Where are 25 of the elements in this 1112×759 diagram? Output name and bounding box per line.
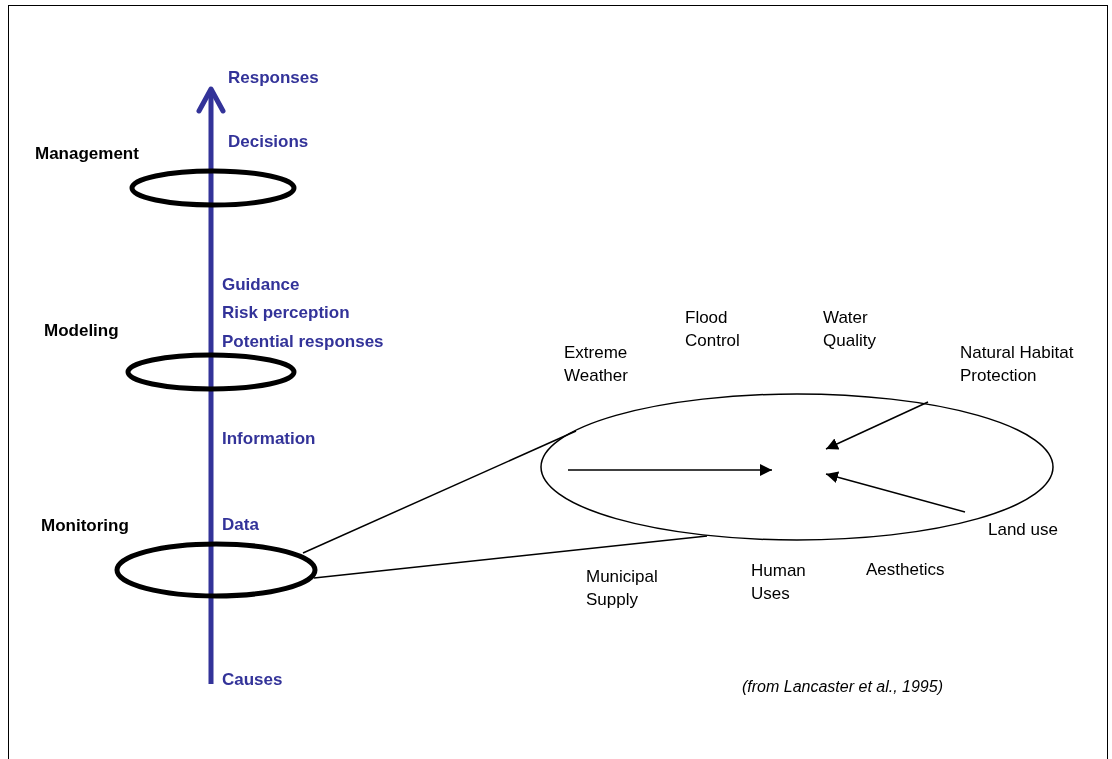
level-label: Management [35,144,139,164]
flow-stage-label: Potential responses [222,331,384,353]
flow-stage-label: Data [222,514,259,536]
factor-label: Municipal Supply [586,566,659,611]
factor-label: Extreme Weather [564,342,629,387]
flow-stage-label: Risk perception [222,302,350,324]
level-label: Modeling [44,321,119,341]
factor-label: Human Uses [751,560,807,605]
connector-line [302,430,577,554]
arrow [567,464,773,476]
source-caption: (from Lancaster et al., 1995) [742,677,943,697]
connector-line [313,535,708,579]
factor-label: Flood Control [685,307,741,352]
factor-label: Natural Habitat Protection [960,342,1075,387]
flow-stage-label: Decisions [228,131,309,153]
flow-stage-label: Guidance [222,274,300,296]
arrow [825,471,966,513]
flow-stage-label: Causes [222,669,283,691]
factor-label: Land use [988,519,1058,541]
flow-stage-label: Responses [228,67,319,89]
flow-stage-label: Information [222,428,316,450]
factor-label: Aesthetics [866,559,945,581]
arrow [825,401,929,450]
level-label: Monitoring [41,516,129,536]
factor-label: Water Quality [823,307,877,352]
